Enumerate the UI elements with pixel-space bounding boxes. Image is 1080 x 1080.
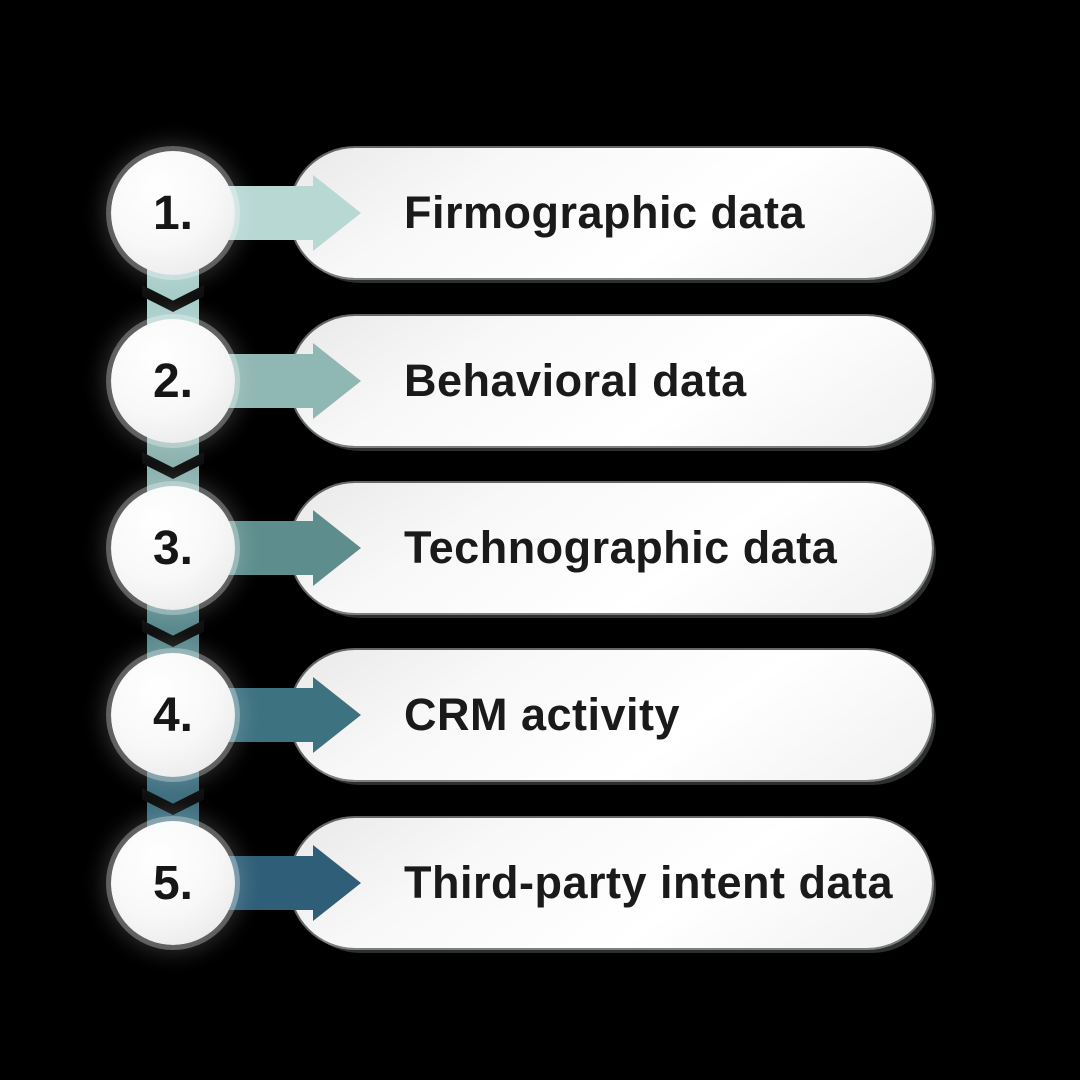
step-pill-4: CRM activity [290,650,932,780]
step-label-5: Third-party intent data [404,857,894,908]
right-arrow-body-1 [220,186,315,240]
step-number-3: 3. [152,521,194,575]
step-number-4: 4. [152,688,194,742]
step-pill-2: Behavioral data [290,316,932,446]
step-row-1: Firmographic data 1. [0,148,1080,278]
step-label-4: CRM activity [404,689,681,740]
step-number-circle-2: 2. [111,319,235,443]
step-number-circle-4: 4. [111,653,235,777]
step-label-1: Firmographic data [404,187,806,238]
step-row-3: Technographic data 3. [0,483,1080,613]
step-label-3: Technographic data [404,522,838,573]
step-row-2: Behavioral data 2. [0,316,1080,446]
step-number-circle-1: 1. [111,151,235,275]
step-pill-1: Firmographic data [290,148,932,278]
step-number-2: 2. [152,354,194,408]
right-arrow-body-3 [220,521,315,575]
step-row-5: Third-party intent data 5. [0,818,1080,948]
right-arrow-body-2 [220,354,315,408]
step-label-2: Behavioral data [404,355,747,406]
step-pill-5: Third-party intent data [290,818,932,948]
step-number-5: 5. [152,856,194,910]
right-arrow-body-5 [220,856,315,910]
step-row-4: CRM activity 4. [0,650,1080,780]
right-arrow-body-4 [220,688,315,742]
step-number-circle-5: 5. [111,821,235,945]
step-number-circle-3: 3. [111,486,235,610]
step-pill-3: Technographic data [290,483,932,613]
step-number-1: 1. [152,186,194,240]
